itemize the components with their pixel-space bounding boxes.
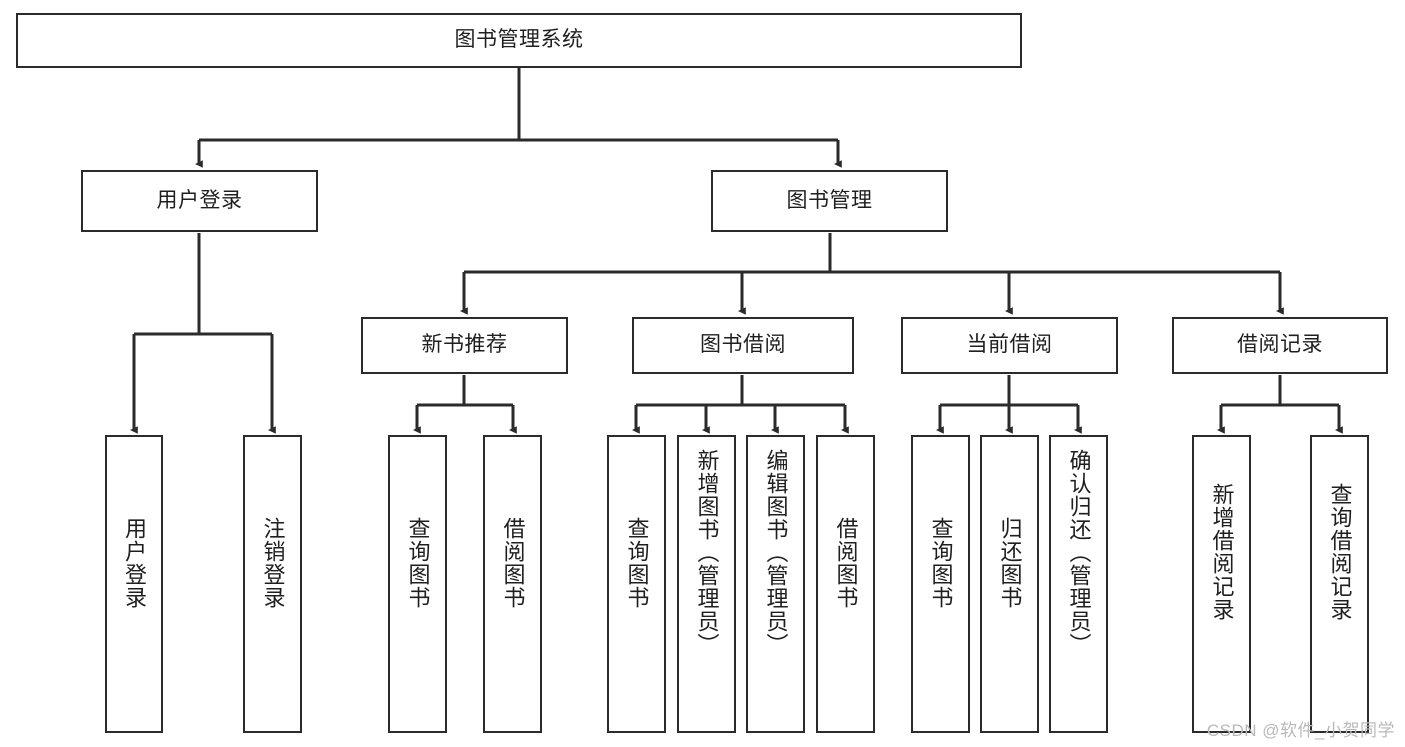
node-user-login[interactable]: 用户登录 [81, 170, 318, 232]
leaf-search-book-current[interactable]: 查询图书 [911, 435, 970, 733]
leaf-borrow-book-recommend[interactable]: 借阅图书 [483, 435, 542, 733]
leaf-edit-book-admin[interactable]: 编辑图书（管理员） [746, 435, 805, 733]
leaf-add-book-admin[interactable]: 新增图书（管理员） [677, 435, 736, 733]
leaf-search-borrow-record[interactable]: 查询借阅记录 [1310, 435, 1369, 733]
node-label: 用户登录 [121, 517, 147, 609]
node-label: 图书管理 [786, 188, 873, 212]
node-label: 查询图书 [624, 517, 650, 609]
watermark: CSDN @软件_小贺同学 [1206, 721, 1395, 740]
node-current-borrow[interactable]: 当前借阅 [901, 317, 1118, 374]
node-label: 查询借阅记录 [1327, 483, 1353, 621]
node-label: 编辑图书（管理员） [763, 449, 789, 656]
node-label: 新增图书（管理员） [694, 449, 720, 656]
leaf-search-book-borrow[interactable]: 查询图书 [607, 435, 666, 733]
node-book-management[interactable]: 图书管理 [711, 170, 948, 232]
node-label: 新增借阅记录 [1209, 483, 1235, 621]
node-new-book-recommend[interactable]: 新书推荐 [361, 317, 568, 374]
leaf-user-login[interactable]: 用户登录 [105, 435, 163, 733]
node-root-system[interactable]: 图书管理系统 [16, 13, 1022, 68]
leaf-search-book-recommend[interactable]: 查询图书 [388, 435, 447, 733]
leaf-confirm-return-admin[interactable]: 确认归还（管理员） [1049, 435, 1108, 733]
node-label: 归还图书 [997, 517, 1023, 609]
node-label: 借阅图书 [500, 517, 526, 609]
node-label: 查询图书 [405, 517, 431, 609]
node-label: 注销登录 [260, 517, 286, 609]
node-borrow-record[interactable]: 借阅记录 [1172, 317, 1388, 374]
node-label: 图书管理系统 [454, 28, 584, 52]
leaf-user-logout[interactable]: 注销登录 [243, 435, 302, 733]
node-label: 图书借阅 [700, 333, 786, 357]
node-label: 确认归还（管理员） [1066, 449, 1092, 656]
node-label: 用户登录 [156, 188, 243, 212]
node-book-borrow[interactable]: 图书借阅 [632, 317, 854, 374]
leaf-borrow-book[interactable]: 借阅图书 [816, 435, 875, 733]
node-label: 借阅记录 [1237, 333, 1323, 357]
node-label: 新书推荐 [421, 333, 508, 357]
node-label: 借阅图书 [833, 517, 859, 609]
node-label: 当前借阅 [966, 333, 1053, 357]
leaf-return-book[interactable]: 归还图书 [980, 435, 1039, 733]
node-label: 查询图书 [928, 517, 954, 609]
leaf-add-borrow-record[interactable]: 新增借阅记录 [1192, 435, 1251, 733]
